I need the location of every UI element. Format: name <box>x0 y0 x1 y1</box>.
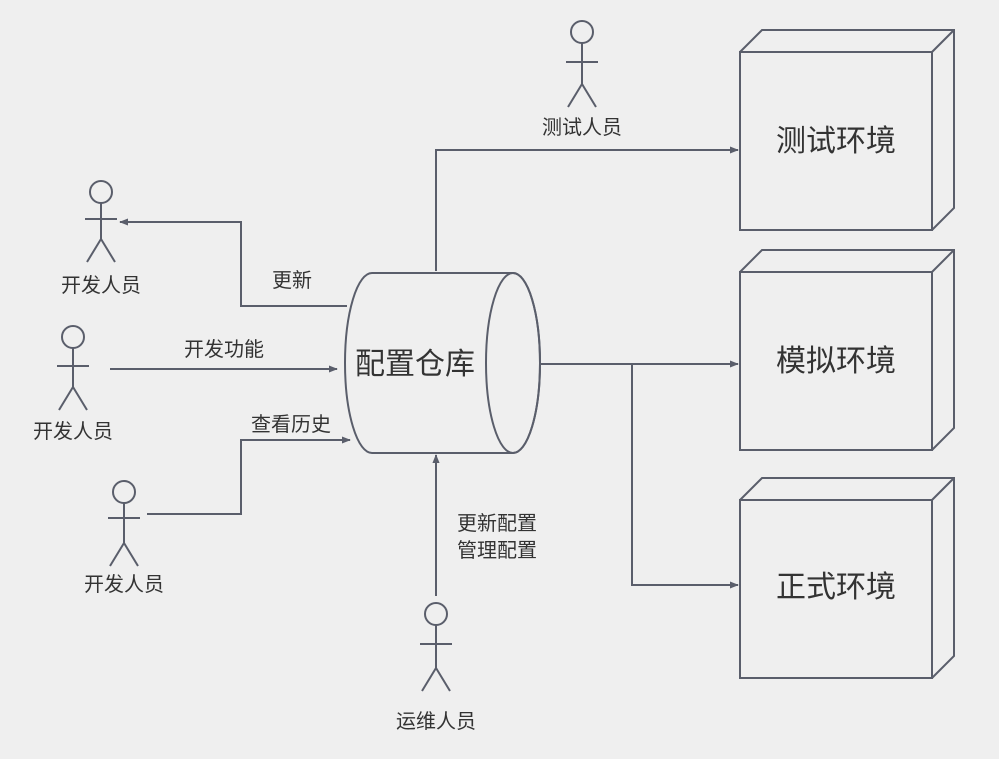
actor-ops-label: 运维人员 <box>396 709 476 733</box>
env-production-label: 正式环境 <box>776 570 896 605</box>
actor-developer-history-label: 开发人员 <box>84 572 164 596</box>
node-production-environment <box>739 477 955 679</box>
edge-ops-label-line1: 更新配置 <box>457 511 537 535</box>
node-test-environment <box>739 29 955 231</box>
repository-label: 配置仓库 <box>355 347 475 382</box>
edge-update-label: 更新 <box>272 268 312 292</box>
actor-developer-update-label: 开发人员 <box>61 273 141 297</box>
actor-tester-icon <box>566 20 598 108</box>
edge-view-history <box>147 436 351 515</box>
node-staging-environment <box>739 249 955 451</box>
edge-to-test <box>435 146 739 271</box>
actor-developer-feature-icon <box>57 325 89 411</box>
edge-update <box>119 218 347 307</box>
env-test-label: 测试环境 <box>776 124 896 159</box>
actor-developer-history-icon <box>108 480 140 567</box>
edge-develop-feature-label: 开发功能 <box>184 337 264 361</box>
actor-ops-icon <box>420 602 452 692</box>
actor-developer-update-icon <box>85 180 117 263</box>
env-staging-label: 模拟环境 <box>776 344 896 379</box>
edge-to-production <box>631 364 739 589</box>
repository-cylinder <box>344 272 541 454</box>
actor-tester-label: 测试人员 <box>542 115 622 139</box>
edge-ops-label-line2: 管理配置 <box>457 538 537 562</box>
edge-view-history-label: 查看历史 <box>251 412 331 436</box>
actor-developer-feature-label: 开发人员 <box>33 419 113 443</box>
